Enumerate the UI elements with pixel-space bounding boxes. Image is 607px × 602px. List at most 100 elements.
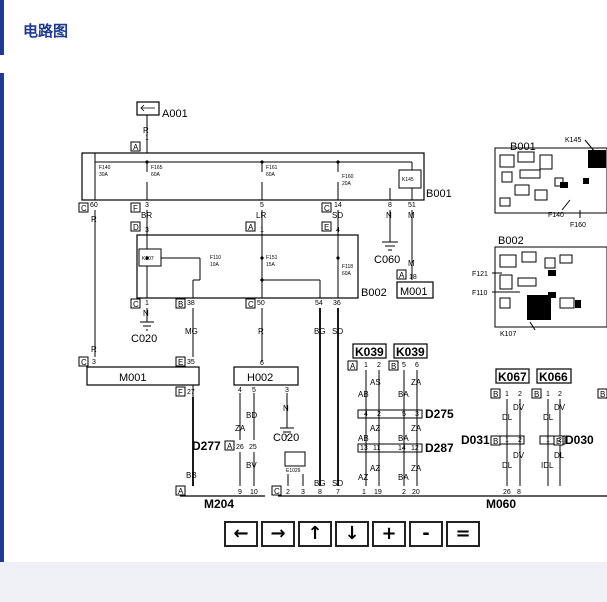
k145-inset-label: K145: [565, 137, 581, 144]
pin: 1: [505, 437, 509, 444]
zoom-reset-button[interactable]: =: [446, 521, 480, 547]
minus-icon: -: [422, 523, 430, 544]
pin: 1: [546, 391, 550, 398]
m001-left-label: M001: [119, 372, 147, 384]
plus-icon: +: [381, 523, 397, 544]
c020-mid-label: C020: [273, 432, 299, 444]
pin: 2: [402, 489, 406, 496]
page-title: 电路图: [23, 22, 69, 40]
pin: 25: [249, 444, 257, 451]
wire-code-ab2: AB: [358, 434, 369, 443]
h002-box: [233, 366, 299, 386]
wire-code-bg-m060: BG: [314, 479, 326, 488]
conn-b-k039-2: B: [391, 362, 396, 371]
pin: 8: [517, 489, 521, 496]
c020-left-ground: [140, 321, 154, 331]
wire-code-sd-b002: SD: [332, 327, 343, 336]
pin: 1: [364, 362, 368, 369]
conn-b-far: B: [600, 390, 605, 399]
wire-code-dl1: DL: [502, 413, 513, 422]
wire-code-az2: AZ: [370, 464, 380, 473]
k107-inset-chip: [527, 295, 551, 320]
b001-inset-label: B001: [510, 141, 536, 153]
b002-label: B002: [361, 287, 387, 299]
pin: 27: [187, 389, 195, 396]
b001-box: [81, 152, 425, 201]
wire-code-n-c020-mid: N: [283, 404, 289, 413]
conn-b-k067: B: [493, 390, 498, 399]
wire-code-mg: MG: [185, 327, 198, 336]
b002-box: [136, 234, 359, 299]
pin: 12: [411, 445, 419, 452]
k066-label: K066: [539, 370, 568, 384]
pin: 2: [377, 411, 381, 418]
pin: 35: [187, 359, 195, 366]
conn-a-m001-right: A: [399, 271, 405, 280]
pin: 54: [315, 300, 323, 307]
m001-right-box: [396, 281, 434, 299]
fuse-f151-rating: 15A: [266, 262, 276, 268]
wire-code-r-m001: R: [91, 345, 97, 354]
conn-e-b002: E: [324, 223, 329, 232]
wire-code-m-m001: M: [408, 259, 415, 268]
pin: 5: [260, 202, 264, 209]
wire-code-dv1: DV: [513, 403, 525, 412]
k107-inset-label: K107: [500, 331, 516, 338]
k107-label: K107: [142, 256, 154, 262]
e1029-label: E1029: [286, 468, 301, 474]
f140-inset-label: F140: [548, 212, 564, 219]
pin: 8: [388, 202, 392, 209]
zoom-in-button[interactable]: +: [372, 521, 406, 547]
wire-code-dl3: DL: [502, 461, 513, 470]
wire-code-dv2: DV: [554, 403, 566, 412]
pin: 6: [415, 362, 419, 369]
pin: 3: [301, 489, 305, 496]
left-bar-marker: [0, 55, 4, 73]
pin: 4: [364, 411, 368, 418]
pin: 1: [505, 391, 509, 398]
pin: 2: [558, 391, 562, 398]
h002-label: H002: [247, 372, 273, 384]
b001-inset-board: [494, 147, 607, 214]
a001-symbol: [136, 101, 160, 116]
conn-c-m060: C: [274, 487, 280, 496]
conn-a-m204: A: [178, 487, 184, 496]
fuse-f160: F160: [342, 174, 354, 180]
wire-code-bv: BV: [246, 461, 257, 470]
zoom-out-button[interactable]: -: [409, 521, 443, 547]
fuse-f140-rating: 30A: [99, 172, 109, 178]
wire-code-bb: BB: [186, 471, 197, 480]
wire-code-r-a001: R: [143, 126, 149, 135]
pin: 1: [145, 300, 149, 307]
pin: 7: [336, 489, 340, 496]
b002-inset-label: B002: [498, 235, 524, 247]
pin: 5: [402, 362, 406, 369]
wire-code-sd-m060: SD: [332, 479, 343, 488]
nav-left-button[interactable]: ←: [224, 521, 258, 547]
e1029-symbol: [284, 451, 306, 467]
pin: 18: [409, 274, 417, 281]
k039-1-label: K039: [355, 345, 384, 359]
wire-code-bg: BG: [314, 327, 326, 336]
pin: 14: [398, 445, 406, 452]
pin: 4: [336, 227, 340, 234]
fuse-f161-rating: 60A: [266, 172, 276, 178]
m001-left-box: [86, 366, 200, 386]
k145-relay: [398, 169, 422, 189]
wire-code-dl4: DL: [554, 451, 565, 460]
c020-mid-ground: [280, 427, 294, 437]
nav-down-button[interactable]: ↓: [335, 521, 369, 547]
pin: 2: [558, 437, 562, 444]
d275-label: D275: [425, 407, 454, 421]
fuse-f110: F110: [210, 255, 221, 261]
m060-label: M060: [486, 497, 516, 511]
nav-right-button[interactable]: →: [261, 521, 295, 547]
a001-label: A001: [162, 108, 188, 120]
wire-code-ba1: BA: [398, 390, 409, 399]
pin: 2: [286, 489, 290, 496]
pin: 11: [373, 445, 380, 452]
nav-up-button[interactable]: ↑: [298, 521, 332, 547]
wire-code-za-d277: ZA: [235, 424, 246, 433]
pin: 50: [257, 300, 265, 307]
wire-code-r-left: R: [91, 215, 97, 224]
